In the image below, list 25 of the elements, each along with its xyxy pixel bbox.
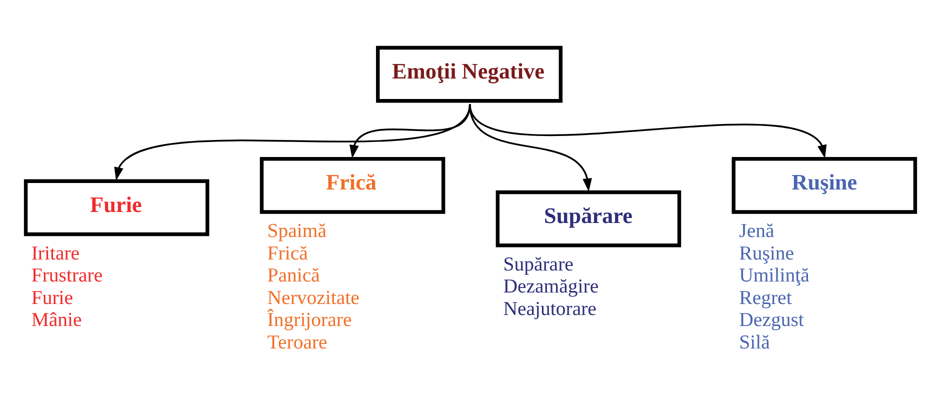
node-label: Panică xyxy=(267,264,320,287)
node-box: Frică xyxy=(260,157,446,214)
node-label: Ruşine xyxy=(739,242,794,264)
node-label: Regret xyxy=(739,286,792,309)
node-label: Umilinţă xyxy=(739,264,810,287)
node-label: Frustrare xyxy=(31,264,103,287)
node-box: Furie xyxy=(24,179,210,236)
node-box: Ruşine xyxy=(732,157,918,214)
node-box: Emoţii Negative xyxy=(376,46,563,103)
node-label: Supărare xyxy=(503,253,574,276)
node-label: Dezamăgire xyxy=(503,276,599,298)
node-label: Furie xyxy=(31,286,74,309)
node-label: Frică xyxy=(267,242,308,264)
node-label: Teroare xyxy=(267,331,328,354)
node-box: Supărare xyxy=(496,190,682,248)
node-label: Dezgust xyxy=(739,309,804,332)
node-label: Silă xyxy=(739,331,770,354)
arrow xyxy=(469,104,827,158)
node-label: Iritare xyxy=(31,242,80,264)
node-label: Jenă xyxy=(739,220,774,242)
node-label: Mânie xyxy=(31,309,82,332)
node-label: Neajutorare xyxy=(503,298,596,320)
node-label: Nervozitate xyxy=(267,286,360,309)
node-label: Îngrijorare xyxy=(267,309,352,332)
node-label: Spaimă xyxy=(267,220,327,242)
